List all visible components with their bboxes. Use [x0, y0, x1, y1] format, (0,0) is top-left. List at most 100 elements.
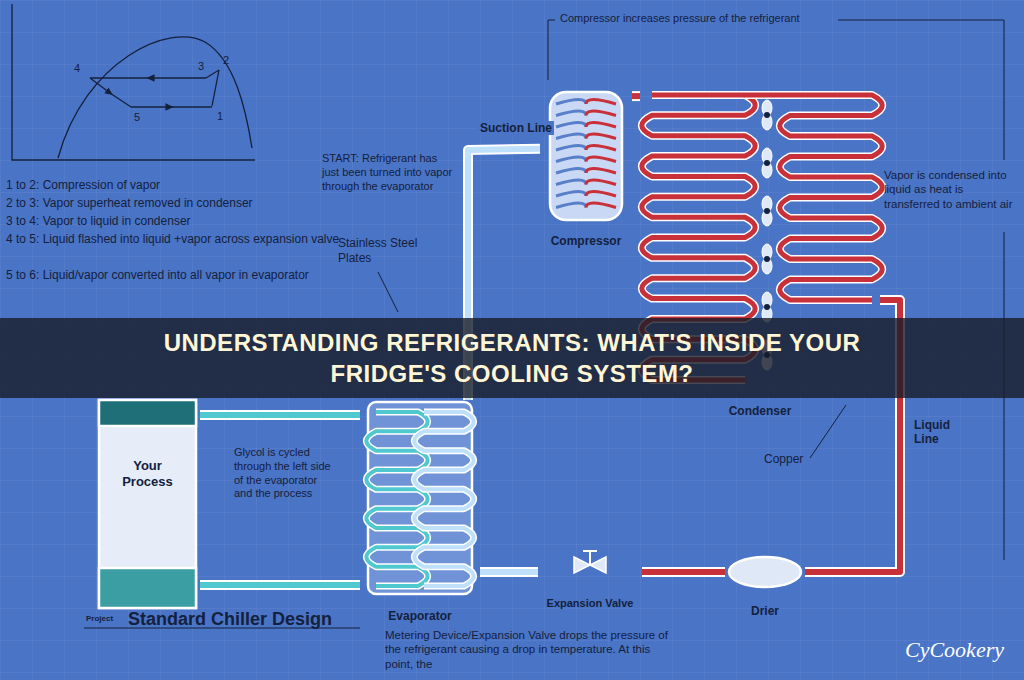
pipe-outline — [632, 91, 640, 101]
leader-line — [810, 405, 846, 458]
compressor: Compressor — [540, 88, 632, 250]
drier: Drier — [725, 552, 805, 620]
compressor-scroll — [556, 111, 586, 116]
compressor-scroll-hot — [586, 180, 616, 185]
frame-line — [548, 20, 555, 80]
note: START: Refrigerant has just been turned … — [322, 152, 454, 193]
pipe-outline — [200, 410, 360, 420]
compressor-scroll-hot — [586, 192, 616, 197]
material-label: Copper — [764, 452, 803, 467]
compressor-scroll — [556, 123, 586, 128]
compressor-scroll-hot — [586, 157, 616, 162]
graph-axes — [12, 4, 255, 160]
pipe-outline — [642, 567, 725, 577]
note: Glycol is cycled through the left side o… — [234, 446, 338, 501]
drawing-title: Standard Chiller Design — [128, 608, 332, 631]
title-band: UNDERSTANDING REFRIGERANTS: WHAT'S INSID… — [0, 318, 1024, 398]
refrigerant-channel-outline — [414, 412, 473, 586]
pipe-core — [480, 569, 538, 575]
compressor-scroll-hot — [586, 146, 616, 151]
pipe-outline — [480, 567, 538, 577]
fan-hub — [764, 112, 770, 118]
condenser-coil-outline — [745, 91, 790, 99]
drier-body — [729, 557, 801, 587]
tank-bottom — [99, 568, 196, 608]
graph-point: 1 — [217, 110, 223, 124]
compressor-scroll-hot — [586, 100, 616, 105]
condenser-coil-outline — [780, 95, 883, 300]
compressor-shape — [540, 88, 632, 250]
component-label: Compressor — [551, 234, 622, 248]
graph-point: 2 — [223, 54, 229, 68]
refrigerant-channel — [414, 412, 473, 586]
condenser-coil — [745, 93, 790, 98]
process-step: 1 to 2: Compression of vapor — [6, 178, 350, 193]
evaporator: Evaporator — [360, 400, 480, 625]
graph-point: 5 — [134, 111, 140, 125]
pipe-core — [642, 569, 725, 575]
cycle-line — [206, 70, 219, 78]
pipe-label: Liquid Line — [912, 418, 960, 447]
compressor-scroll — [556, 180, 586, 185]
cycle-line — [90, 78, 131, 107]
component-label: Expansion Valve — [547, 597, 634, 610]
evaporator-shape — [360, 400, 480, 625]
compressor-scroll-hot — [586, 169, 616, 174]
graph-point: 3 — [198, 60, 204, 74]
compressor-body — [550, 92, 622, 220]
pipe — [200, 584, 360, 585]
note: Vapor is condensed into liquid as heat i… — [884, 168, 1014, 211]
compressor-scroll — [556, 134, 586, 139]
process-step: 3 to 4: Vapor to liquid in condenser — [6, 214, 350, 229]
pipe — [642, 571, 725, 572]
component-label: Condenser — [729, 404, 792, 418]
watermark: CyCookery — [905, 636, 1004, 664]
pipe-outline — [200, 580, 360, 590]
compressor-scroll-hot — [586, 203, 616, 208]
compressor-scroll — [556, 146, 586, 151]
fan-hub — [764, 160, 770, 166]
compressor-scroll-hot — [586, 111, 616, 116]
condenser-coil — [780, 95, 883, 300]
ph-graph — [12, 4, 255, 160]
pipe — [200, 414, 360, 415]
compressor-scroll — [556, 100, 586, 105]
pipe-label: Suction Line — [478, 121, 554, 135]
compressor-scroll — [556, 157, 586, 162]
part-name: Stainless Steel Plates — [338, 236, 420, 266]
fan-hub — [764, 256, 770, 262]
expansion-valve: Expansion Valve — [538, 545, 642, 612]
compressor-scroll — [556, 192, 586, 197]
compressor-scroll-hot — [586, 123, 616, 128]
pipe-core — [632, 93, 640, 99]
component-label: Evaporator — [388, 609, 451, 623]
note: Metering Device/Expansion Valve drops th… — [385, 628, 670, 671]
title: UNDERSTANDING REFRIGERANTS: WHAT'S INSID… — [122, 327, 902, 389]
tank-top — [99, 400, 196, 426]
cycle-line — [212, 70, 219, 106]
valve-stem — [583, 551, 597, 565]
component-label: Drier — [751, 604, 779, 618]
process-step: 2 to 3: Vapor superheat removed in conde… — [6, 196, 350, 211]
cycle-line — [131, 106, 212, 107]
pipe — [632, 96, 640, 97]
graph-point: 4 — [74, 62, 80, 76]
process-step: 4 to 5: Liquid flashed into liquid +vapo… — [6, 232, 350, 247]
fan-hub — [764, 304, 770, 310]
leader-line — [378, 272, 398, 312]
title-block-text: Project — [86, 614, 113, 624]
cycle-line — [90, 77, 206, 78]
compressor-scroll — [556, 169, 586, 174]
process-tank: Your Process — [95, 400, 200, 610]
saturation-dome — [58, 37, 252, 158]
process-step: 5 to 6: Liquid/vapor converted into all … — [6, 268, 350, 283]
note: Compressor increases pressure of the ref… — [560, 12, 800, 26]
pipe-core — [200, 582, 360, 588]
component-label: Your Process — [113, 458, 183, 489]
compressor-scroll-hot — [586, 134, 616, 139]
compressor-scroll — [556, 203, 586, 208]
fan-hub — [764, 208, 770, 214]
pipe — [480, 572, 538, 573]
tank-body — [99, 400, 196, 608]
